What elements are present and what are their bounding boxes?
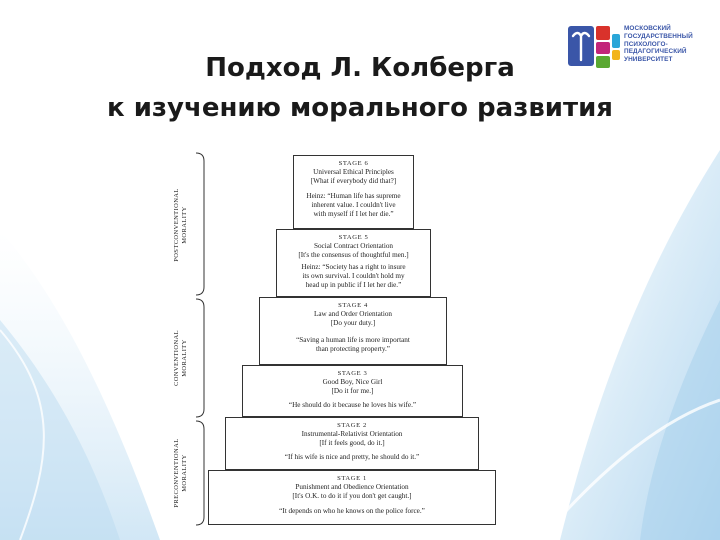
stage-2-box: STAGE 2 Instrumental-Relativist Orientat… <box>225 417 479 470</box>
bracket-postconventional <box>195 152 205 296</box>
kohlberg-stages-figure: POSTCONVENTIONAL MORALITY CONVENTIONAL M… <box>164 149 520 532</box>
university-logo <box>568 26 620 68</box>
university-name: МОСКОВСКИЙ ГОСУДАРСТВЕННЫЙ ПСИХОЛОГО- ПЕ… <box>624 25 693 64</box>
bracket-preconventional <box>195 420 205 526</box>
stage-5-box: STAGE 5 Social Contract Orientation [It'… <box>276 229 431 297</box>
level-label-preconventional: PRECONVENTIONAL MORALITY <box>173 438 188 508</box>
stage-4-box: STAGE 4 Law and Order Orientation [Do yo… <box>259 297 447 365</box>
stage-1-box: STAGE 1 Punishment and Obedience Orienta… <box>208 470 496 525</box>
level-label-postconventional: POSTCONVENTIONAL MORALITY <box>173 188 188 262</box>
stage-3-box: STAGE 3 Good Boy, Nice Girl [Do it for m… <box>242 365 463 417</box>
stage-6-box: STAGE 6 Universal Ethical Principles [Wh… <box>293 155 414 229</box>
level-brackets <box>195 152 205 526</box>
level-label-conventional: CONVENTIONAL MORALITY <box>173 329 188 387</box>
slide-title: Подход Л. Колберга к изучению морального… <box>107 53 613 123</box>
bracket-conventional <box>195 298 205 418</box>
